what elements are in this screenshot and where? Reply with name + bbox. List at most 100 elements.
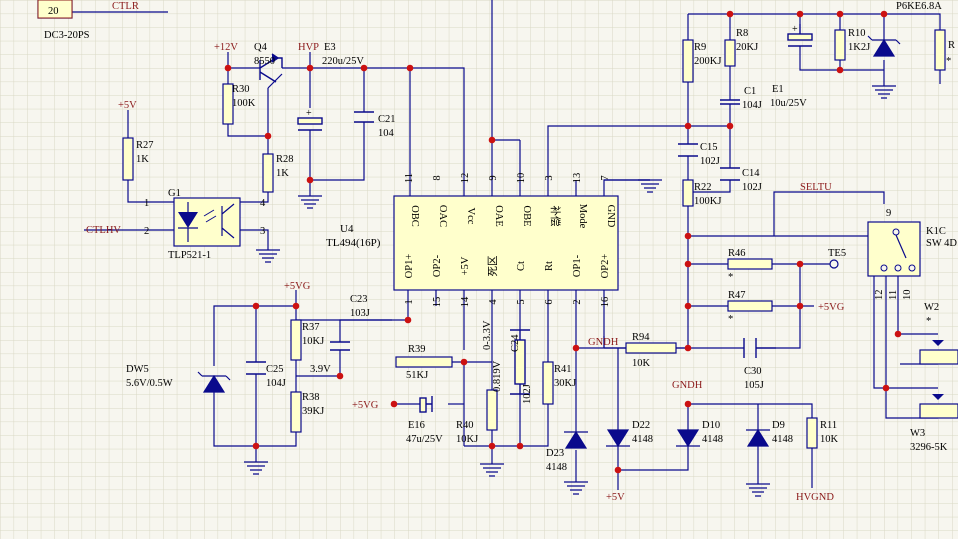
r40-ref: R40: [456, 420, 474, 431]
ic-top-pin-name: OAC: [437, 205, 448, 227]
resistor-r28: [262, 153, 274, 193]
r9-ref: R9: [694, 42, 706, 53]
r46-ref: R46: [728, 248, 746, 259]
ground-g1: [256, 249, 280, 263]
net-ctlhv: CTLHV: [86, 225, 121, 236]
ic-top-pin-name: OAE: [493, 205, 504, 227]
c21-ref: C21: [378, 114, 396, 125]
e3-value: 220u/25V: [322, 56, 364, 67]
power-5v-b: +5V: [606, 492, 625, 503]
resistor-r40: [486, 389, 498, 431]
w3-ref: W3: [910, 428, 925, 439]
c1-ref: C1: [744, 86, 756, 97]
c23-value: 103J: [350, 308, 370, 319]
resistor-r46: [727, 258, 773, 270]
power-5v-a: +5V: [118, 100, 137, 111]
d9-ref: D9: [772, 420, 785, 431]
r47-value: *: [728, 314, 733, 325]
connector-part: DC3-20PS: [44, 30, 90, 41]
g1-pin1: 1: [144, 198, 149, 209]
r37-value: 10KJ: [302, 336, 324, 347]
resistor-r8: [724, 39, 736, 67]
q4-ref: Q4: [254, 42, 268, 53]
ground-symbols: [244, 85, 896, 497]
d10-value: 4148: [702, 434, 723, 445]
e1-plus: +: [792, 24, 798, 35]
e3-ref: E3: [324, 42, 336, 53]
relay-k1c: 9 12 11 10: [867, 208, 921, 301]
ic-bottom-pin-number: 15: [432, 297, 443, 308]
k1c-pin11: 11: [888, 290, 899, 300]
ic-bottom-pin-name: Ct: [516, 261, 527, 271]
diode-d9: [746, 428, 770, 447]
ic-bottom-pin-number: 2: [572, 299, 583, 304]
ic-top-pin-name: 补偿: [549, 206, 562, 227]
r10-value: 1K2J: [848, 42, 870, 53]
g1-value: TLP521-1: [168, 250, 211, 261]
ic-top-pin-number: 13: [572, 173, 583, 184]
c24-value: 102J: [522, 384, 533, 404]
diode-d23: [564, 430, 588, 449]
k1c-pin10: 10: [902, 290, 913, 301]
r28-ref: R28: [276, 154, 294, 165]
ground-d23: [564, 481, 588, 495]
resistor-r30: [222, 83, 234, 125]
capacitors: [246, 24, 813, 413]
resistor-r94: [625, 342, 677, 354]
ic-top-pin-number: 3: [544, 175, 555, 180]
k1c-pin12: 12: [874, 290, 885, 301]
cap-e16: [419, 396, 433, 413]
ground-e3: [298, 195, 322, 209]
net-gndh-1: GNDH: [588, 337, 619, 348]
e16-ref: E16: [408, 420, 425, 431]
ic-bottom-pin-number: 4: [488, 299, 499, 305]
e16-value: 47u/25V: [406, 434, 443, 445]
ic-bottom-pin-name: +5V: [460, 256, 471, 275]
c30-value: 105J: [744, 380, 764, 391]
ic-top-pin-number: 8: [432, 175, 443, 180]
ic-top-pin-number: 9: [488, 175, 499, 180]
q4-value: 8550: [254, 56, 275, 67]
net-seltu: SELTU: [800, 182, 832, 193]
cap-c1: [720, 99, 740, 105]
g1-pin2: 2: [144, 226, 149, 237]
ic-bottom-pin-name: OP1+: [404, 254, 415, 279]
r9-value: 200KJ: [694, 56, 721, 67]
optocoupler-g1: 1 2 4 3: [144, 197, 266, 247]
ic-top-pin-number: 7: [600, 175, 611, 180]
annotation-0-819v: 0.819V: [492, 360, 503, 392]
r11-ref: R11: [820, 420, 837, 431]
r46-value: *: [728, 272, 733, 283]
resistors: [122, 29, 958, 449]
cap-c15: [678, 143, 698, 157]
r41-value: 30KJ: [554, 378, 576, 389]
c23-ref: C23: [350, 294, 368, 305]
ic-top-pin-number: 12: [460, 173, 471, 184]
ic-bottom-pin-name: OP2-: [432, 254, 443, 277]
r30-value: 100K: [232, 98, 256, 109]
w3-value: 3296-5K: [910, 442, 948, 453]
r39-value: 51KJ: [406, 370, 428, 381]
c15-value: 102J: [700, 156, 720, 167]
d23-value: 4148: [546, 462, 567, 473]
annotation-0-3-3v: 0-3.3V: [482, 320, 493, 350]
w2-ref: W2: [924, 302, 939, 313]
d22-value: 4148: [632, 434, 653, 445]
g1-pin3: 3: [260, 226, 265, 237]
g1-pin4: 4: [260, 198, 266, 209]
diode-d22: [606, 429, 630, 448]
cap-c24: [510, 329, 530, 395]
pot-w3: [919, 403, 958, 419]
connector-pin-prev: 19: [48, 0, 59, 2]
cap-c14: [720, 167, 740, 181]
e3-plus: +: [306, 108, 312, 119]
net-ctlr: CTLR: [112, 1, 139, 12]
c14-ref: C14: [742, 168, 760, 179]
pot-w2: [919, 349, 958, 365]
pot-arrows: [932, 340, 944, 400]
dw5-value: 5.6V/0.5W: [126, 378, 173, 389]
net-gndh-2: GNDH: [672, 380, 703, 391]
e1-value: 10u/25V: [770, 98, 807, 109]
connector-pin: 20: [48, 6, 59, 17]
